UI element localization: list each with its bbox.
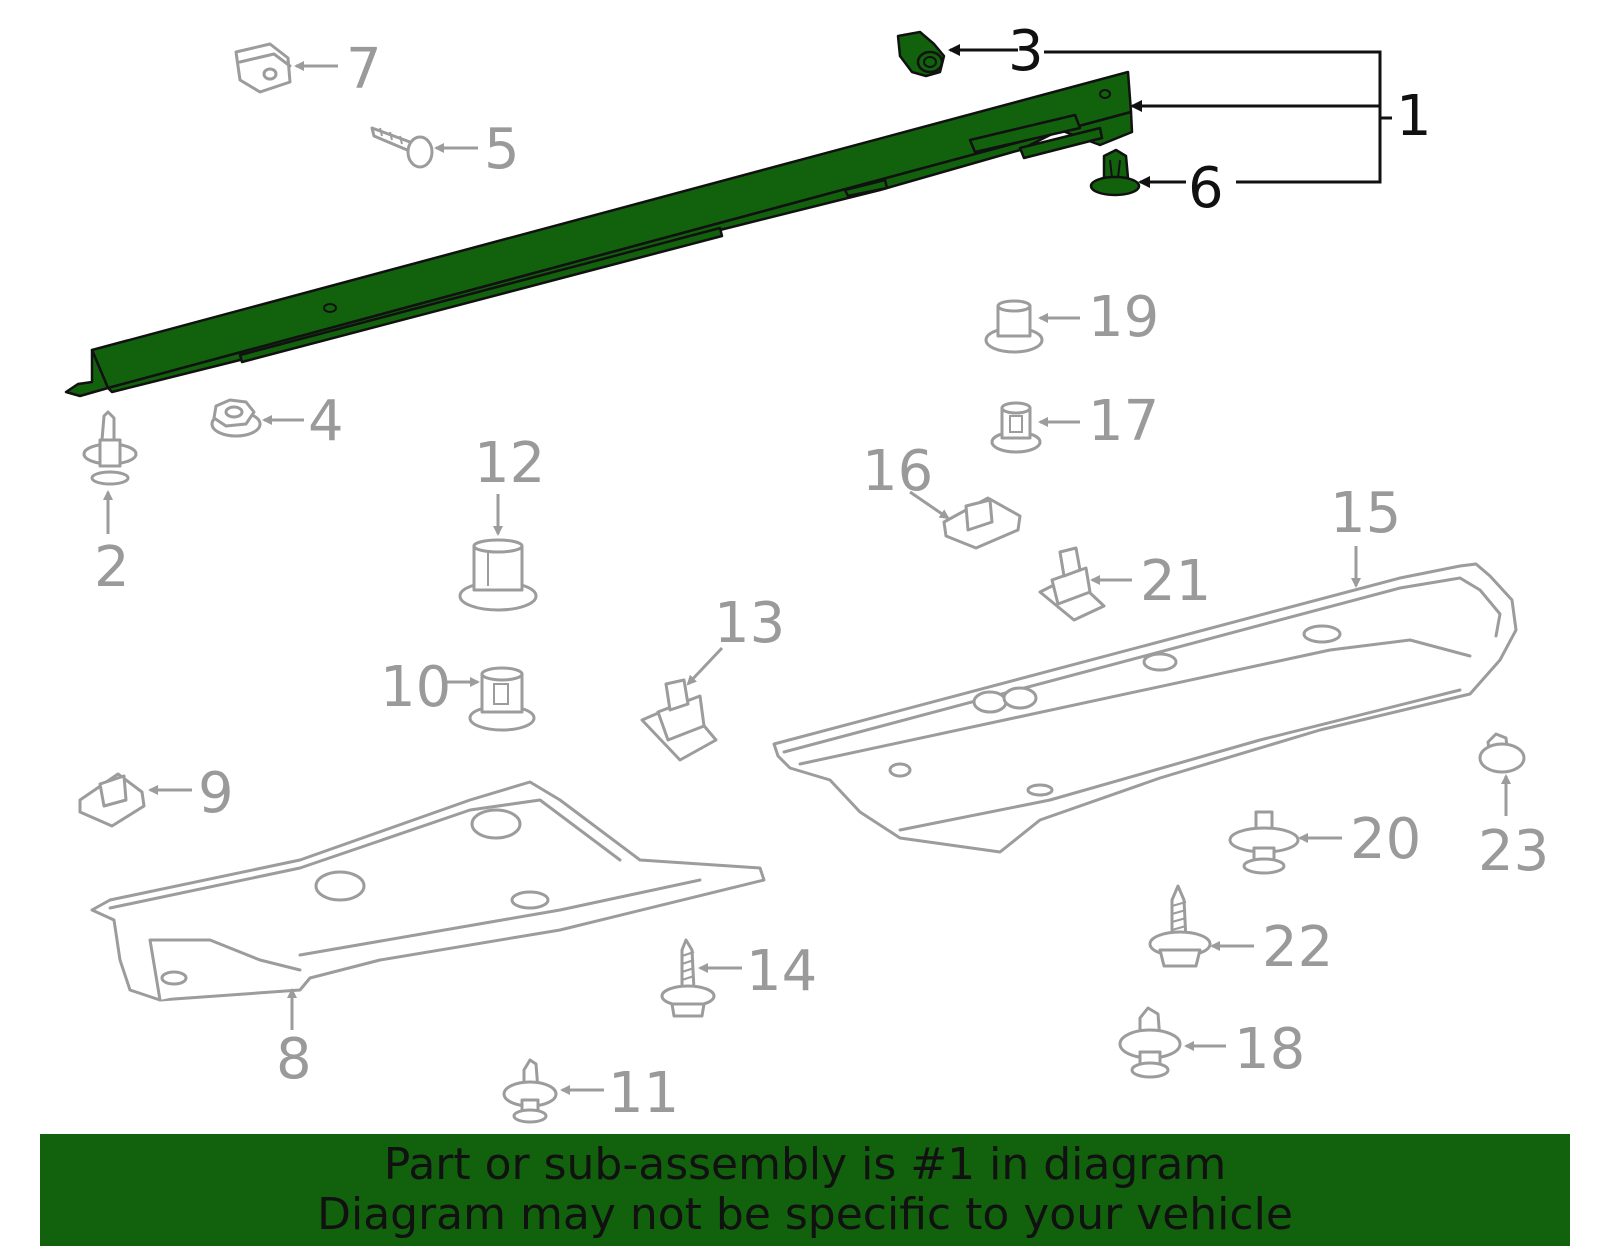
callout-8: 8 — [276, 1027, 312, 1092]
callout-2: 2 — [94, 535, 130, 600]
callout-10: 10 — [380, 655, 451, 720]
part-8-under-cover-left[interactable] — [90, 780, 766, 1002]
part-12-grommet[interactable] — [458, 538, 538, 612]
part-16-clip-nut[interactable] — [942, 496, 1022, 550]
part-18-push-pin[interactable] — [1118, 1006, 1182, 1079]
banner-line-1: Part or sub-assembly is #1 in diagram — [383, 1139, 1227, 1190]
part-5-screw[interactable] — [370, 126, 434, 169]
clip-part-6[interactable] — [1089, 148, 1141, 197]
part-10-clip[interactable] — [468, 666, 536, 732]
callout-14: 14 — [746, 939, 817, 1004]
callout-3: 3 — [1008, 19, 1044, 84]
part-9-clip-nut[interactable] — [78, 772, 146, 828]
part-19-grommet[interactable] — [984, 299, 1044, 354]
part-20-push-pin[interactable] — [1228, 810, 1300, 875]
part-21-clip[interactable] — [1038, 546, 1106, 622]
callout-17: 17 — [1088, 389, 1159, 454]
part-23-clip[interactable] — [1478, 732, 1526, 774]
part-11-push-pin[interactable] — [502, 1058, 558, 1124]
info-banner: Part or sub-assembly is #1 in diagram Di… — [40, 1134, 1570, 1246]
callout-6: 6 — [1188, 156, 1224, 221]
part-2-push-pin[interactable] — [82, 410, 138, 486]
rocker-molding-part-1[interactable] — [64, 70, 1134, 398]
part-7-clip-nut[interactable] — [234, 42, 292, 94]
callout-1: 1 — [1396, 84, 1432, 149]
callout-20: 20 — [1350, 807, 1421, 872]
callout-18: 18 — [1234, 1017, 1305, 1082]
callout-4: 4 — [308, 389, 344, 454]
part-13-clip[interactable] — [640, 678, 718, 762]
callout-16: 16 — [862, 439, 933, 504]
callout-9: 9 — [198, 761, 234, 826]
callout-22: 22 — [1262, 915, 1333, 980]
callout-13: 13 — [714, 591, 785, 656]
clip-part-3[interactable] — [896, 30, 946, 78]
callout-12: 12 — [474, 431, 545, 496]
callout-21: 21 — [1140, 549, 1211, 614]
banner-line-2: Diagram may not be specific to your vehi… — [317, 1189, 1293, 1240]
callout-19: 19 — [1088, 285, 1159, 350]
callout-23: 23 — [1478, 819, 1549, 884]
callout-11: 11 — [608, 1061, 679, 1126]
callout-5: 5 — [484, 117, 520, 182]
part-17-clip[interactable] — [990, 401, 1042, 454]
callout-15: 15 — [1330, 481, 1401, 546]
part-14-bolt[interactable] — [660, 938, 716, 1018]
part-4-nut[interactable] — [210, 398, 262, 438]
part-15-under-cover-right[interactable] — [772, 562, 1518, 854]
callout-7: 7 — [346, 37, 382, 102]
part-22-bolt[interactable] — [1148, 884, 1212, 968]
